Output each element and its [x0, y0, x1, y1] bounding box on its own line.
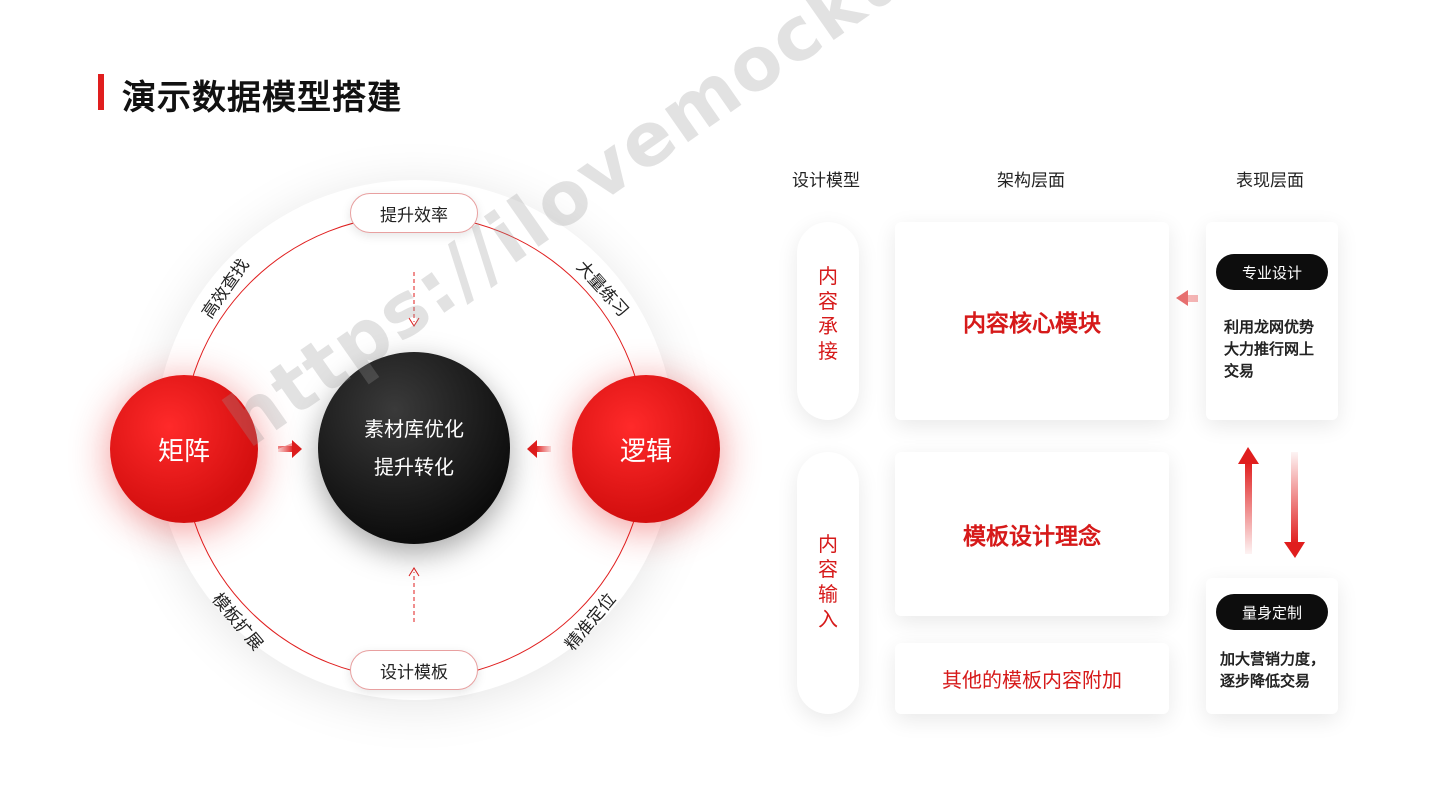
core-module-card: 内容核心模块	[895, 222, 1169, 420]
header-design-model: 设计模型	[792, 171, 860, 191]
left-pointing-arrow-icon	[1188, 295, 1198, 302]
title-accent-bar	[98, 74, 104, 110]
center-node: 素材库优化 提升转化	[318, 352, 510, 544]
professional-design-card: 专业设计 利用龙网优势 大力推行网上 交易	[1206, 222, 1338, 420]
desc-line: 逐步降低交易	[1220, 672, 1311, 690]
bottom-pill-label: 设计模板	[350, 650, 478, 690]
design-concept-card: 模板设计理念	[895, 452, 1169, 616]
model-lower-label: 内容输入	[818, 532, 838, 631]
desc-line: 加大营销力度，	[1220, 650, 1326, 668]
center-node-line2: 提升转化	[374, 455, 454, 479]
customization-card: 量身定制 加大营销力度， 逐步降低交易	[1206, 578, 1338, 714]
professional-design-tag: 专业设计	[1216, 254, 1328, 290]
model-lower-pill: 内容输入	[797, 452, 859, 714]
model-upper-pill: 内容承接	[797, 222, 859, 420]
desc-line: 交易	[1224, 362, 1255, 380]
top-pill-label: 提升效率	[350, 193, 478, 233]
core-module-label: 内容核心模块	[963, 311, 1101, 337]
customization-desc: 加大营销力度， 逐步降低交易	[1220, 648, 1325, 692]
desc-line: 利用龙网优势	[1224, 318, 1315, 336]
professional-design-desc: 利用龙网优势 大力推行网上 交易	[1224, 316, 1314, 382]
design-concept-label: 模板设计理念	[963, 524, 1101, 550]
header-presentation: 表现层面	[1236, 171, 1304, 191]
customization-tag: 量身定制	[1216, 594, 1328, 630]
matrix-node-label: 矩阵	[157, 436, 210, 467]
matrix-node: 矩阵	[110, 375, 258, 523]
model-upper-label: 内容承接	[818, 264, 838, 363]
down-arrow-icon	[1291, 452, 1298, 544]
desc-line: 大力推行网上	[1224, 340, 1315, 358]
extra-content-card: 其他的模板内容附加	[895, 643, 1169, 714]
logic-node-label: 逻辑	[619, 436, 672, 467]
header-architecture: 架构层面	[997, 171, 1065, 191]
up-arrow-icon	[1245, 462, 1252, 554]
extra-content-label: 其他的模板内容附加	[942, 668, 1122, 692]
page-title: 演示数据模型搭建	[122, 78, 402, 118]
logic-node: 逻辑	[572, 375, 720, 523]
center-node-line1: 素材库优化	[364, 417, 464, 441]
